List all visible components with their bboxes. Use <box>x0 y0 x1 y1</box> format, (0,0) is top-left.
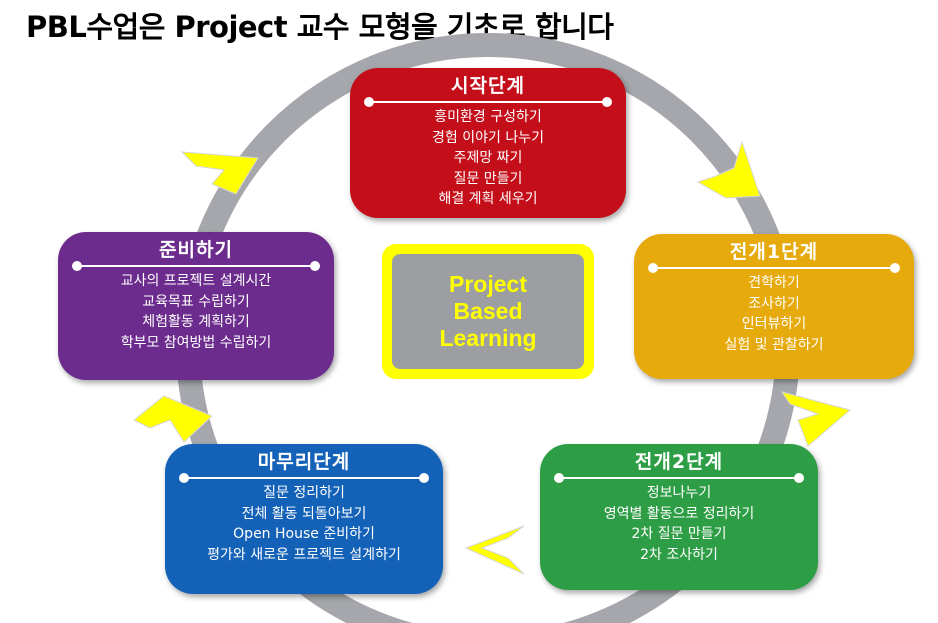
center-text-line: Based <box>453 298 523 324</box>
stage-item-list: 견학하기 조사하기 인터뷰하기 실험 및 관찰하기 <box>634 273 914 355</box>
stage-item-list: 흥미환경 구성하기 경험 이야기 나누기 주제망 짜기 질문 만들기 해결 계획… <box>350 107 626 210</box>
center-text-line: Learning <box>439 325 537 351</box>
arrow-chevron-icon <box>464 525 525 575</box>
stage-item: 2차 조사하기 <box>640 546 718 563</box>
stage-item: 인터뷰하기 <box>741 316 807 332</box>
stage-title: 준비하기 <box>159 239 233 261</box>
stage-title: 시작단계 <box>451 75 525 97</box>
stage-item: 실험 및 관찰하기 <box>724 336 824 353</box>
center-text-line: Project <box>449 271 527 297</box>
stage-item-list: 질문 정리하기 전체 활동 되돌아보기 Open House 준비하기 평가와 … <box>165 483 443 564</box>
stage-item: 조사하기 <box>748 295 800 312</box>
stage-item: 체험활동 계획하기 <box>142 314 250 330</box>
stage-item: 학부모 참여방법 수립하기 <box>120 334 272 351</box>
stage-item: 2차 질문 만들기 <box>631 526 727 542</box>
arrow-chevron-icon <box>133 395 213 443</box>
stage-item: 영역별 활동으로 정리하기 <box>603 505 755 522</box>
divider-line <box>648 263 900 273</box>
stage-item: 평가와 새로운 프로젝트 설계하기 <box>207 546 401 563</box>
stage-title: 전개2단계 <box>634 451 724 473</box>
stage-item: 교사의 프로젝트 설계시간 <box>120 273 272 289</box>
stage-item: 주제망 짜기 <box>453 150 523 166</box>
stage-title: 전개1단계 <box>729 241 819 263</box>
divider-line <box>364 97 612 107</box>
divider-line <box>179 473 429 483</box>
stage-item: 흥미환경 구성하기 <box>434 109 542 125</box>
stage-item: 경험 이야기 나누기 <box>432 129 544 146</box>
stage-item-list: 교사의 프로젝트 설계시간 교육목표 수립하기 체험활동 계획하기 학부모 참여… <box>58 271 334 353</box>
stage-start-box: 시작단계 흥미환경 구성하기 경험 이야기 나누기 주제망 짜기 질문 만들기 … <box>350 68 626 218</box>
stage-item: 질문 만들기 <box>453 170 523 187</box>
stage-item: 해결 계획 세우기 <box>438 191 538 207</box>
arrow-chevron-icon <box>696 140 761 199</box>
stage-item-list: 정보나누기 영역별 활동으로 정리하기 2차 질문 만들기 2차 조사하기 <box>540 483 818 565</box>
stage-development1-box: 전개1단계 견학하기 조사하기 인터뷰하기 실험 및 관찰하기 <box>634 234 914 379</box>
arrow-chevron-icon <box>780 391 852 447</box>
center-pbl-inner: Project Based Learning <box>392 254 584 369</box>
stage-title: 마무리단계 <box>257 451 351 473</box>
stage-item: 견학하기 <box>748 275 800 291</box>
stage-item: 정보나누기 <box>646 485 712 501</box>
stage-item: 전체 활동 되돌아보기 <box>241 505 367 522</box>
cycle-arrows <box>133 140 852 575</box>
stage-item: 교육목표 수립하기 <box>142 293 250 310</box>
stage-item: 질문 정리하기 <box>263 485 345 501</box>
stage-development2-box: 전개2단계 정보나누기 영역별 활동으로 정리하기 2차 질문 만들기 2차 조… <box>540 444 818 590</box>
stage-preparation-box: 준비하기 교사의 프로젝트 설계시간 교육목표 수립하기 체험활동 계획하기 학… <box>58 232 334 380</box>
center-pbl-box: Project Based Learning <box>382 244 594 379</box>
stage-wrapup-box: 마무리단계 질문 정리하기 전체 활동 되돌아보기 Open House 준비하… <box>165 444 443 594</box>
stage-item: Open House 준비하기 <box>233 526 375 542</box>
divider-line <box>554 473 804 483</box>
divider-line <box>72 261 320 271</box>
arrow-chevron-icon <box>180 151 259 195</box>
